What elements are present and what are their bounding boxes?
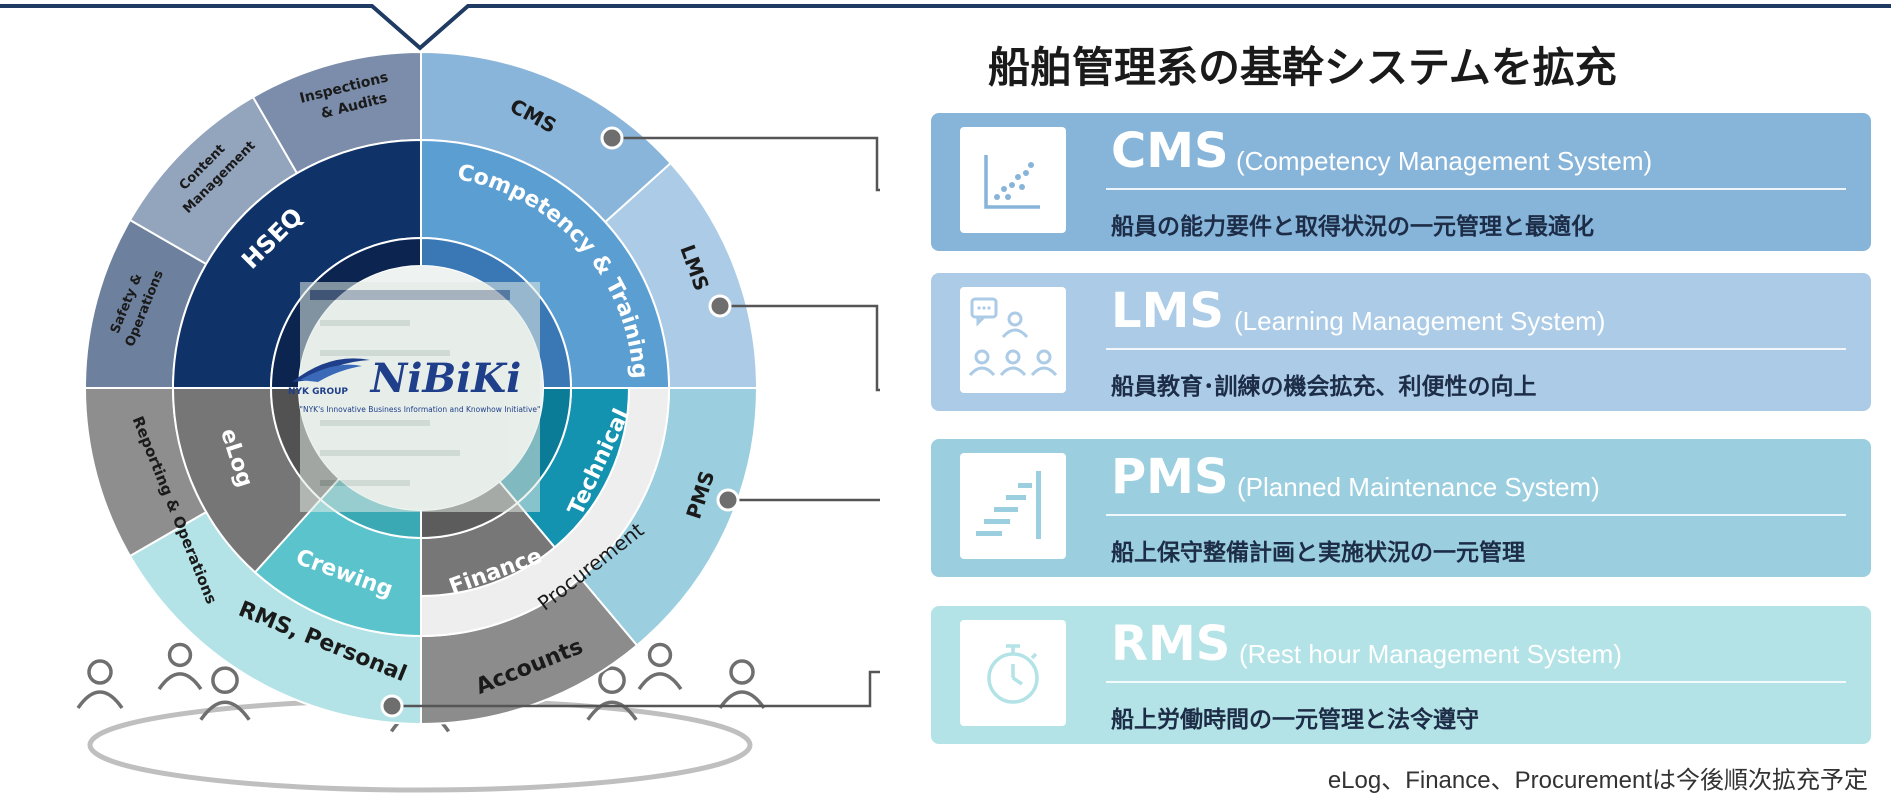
- icon-box: [960, 287, 1066, 393]
- system-acronym: PMS: [1111, 449, 1229, 505]
- system-wheel-diagram: NYK GROUP NiBiKi "NYK's Innovative Busin…: [76, 50, 880, 793]
- system-acronym: LMS: [1111, 283, 1224, 339]
- system-description: 船上労働時間の一元管理と法令遵守: [1111, 707, 1479, 733]
- connectors: [392, 136, 880, 708]
- divider: [1106, 681, 1846, 683]
- center-logo: NYK GROUP NiBiKi "NYK's Innovative Busin…: [288, 355, 540, 414]
- person-icon: [637, 642, 683, 691]
- system-fullname: (Rest hour Management System): [1239, 639, 1622, 669]
- connector-dot-pms: [716, 488, 740, 512]
- people-learning-icon: [968, 297, 1058, 377]
- connector-dot-cms: [600, 126, 624, 150]
- person-icon: [157, 642, 203, 691]
- system-panel-pms: PMS (Planned Maintenance System) 船上保守整備計…: [931, 439, 1871, 577]
- logo-group: NYK GROUP: [288, 387, 348, 397]
- system-fullname: (Planned Maintenance System): [1237, 472, 1600, 502]
- system-fullname: (Competency Management System): [1236, 146, 1653, 176]
- scatter-chart-icon: [984, 155, 1040, 209]
- connector-dot-rms: [380, 694, 404, 718]
- stopwatch-icon: [987, 644, 1039, 704]
- icon-box: [960, 127, 1066, 233]
- logo-tagline: "NYK's Innovative Business Information a…: [300, 405, 541, 414]
- system-panel-rms: RMS (Rest hour Management System) 船上労働時間…: [931, 606, 1871, 744]
- top-rule: [0, 4, 1891, 51]
- center-screenshot: [300, 282, 540, 512]
- system-acronym: CMS: [1111, 123, 1229, 179]
- divider: [1106, 348, 1846, 350]
- logo-name: NiBiKi: [369, 355, 522, 402]
- person-icon: [199, 666, 251, 721]
- page-title: 船舶管理系の基幹システムを拡充: [988, 43, 1617, 92]
- system-description: 船員教育･訓練の機会拡充、利便性の向上: [1111, 374, 1537, 400]
- person-icon: [586, 666, 638, 721]
- divider: [1106, 188, 1846, 190]
- system-panel-lms: LMS (Learning Management System) 船員教育･訓練…: [931, 273, 1871, 411]
- footnote: eLog、Finance、Procurementは今後順次拡充予定: [1327, 767, 1868, 794]
- icon-box: [960, 620, 1066, 726]
- icon-box: [960, 453, 1066, 559]
- system-fullname: (Learning Management System): [1234, 306, 1606, 336]
- system-description: 船員の能力要件と取得状況の一元管理と最適化: [1111, 214, 1594, 240]
- system-description: 船上保守整備計画と実施状況の一元管理: [1111, 540, 1525, 566]
- steps-chart-icon: [976, 471, 1041, 539]
- connector-dot-lms: [708, 294, 732, 318]
- system-acronym: RMS: [1111, 616, 1231, 672]
- person-icon: [76, 659, 124, 710]
- person-icon: [718, 659, 766, 710]
- system-panel-cms: CMS (Competency Management System) 船員の能力…: [931, 113, 1871, 251]
- divider: [1106, 514, 1846, 516]
